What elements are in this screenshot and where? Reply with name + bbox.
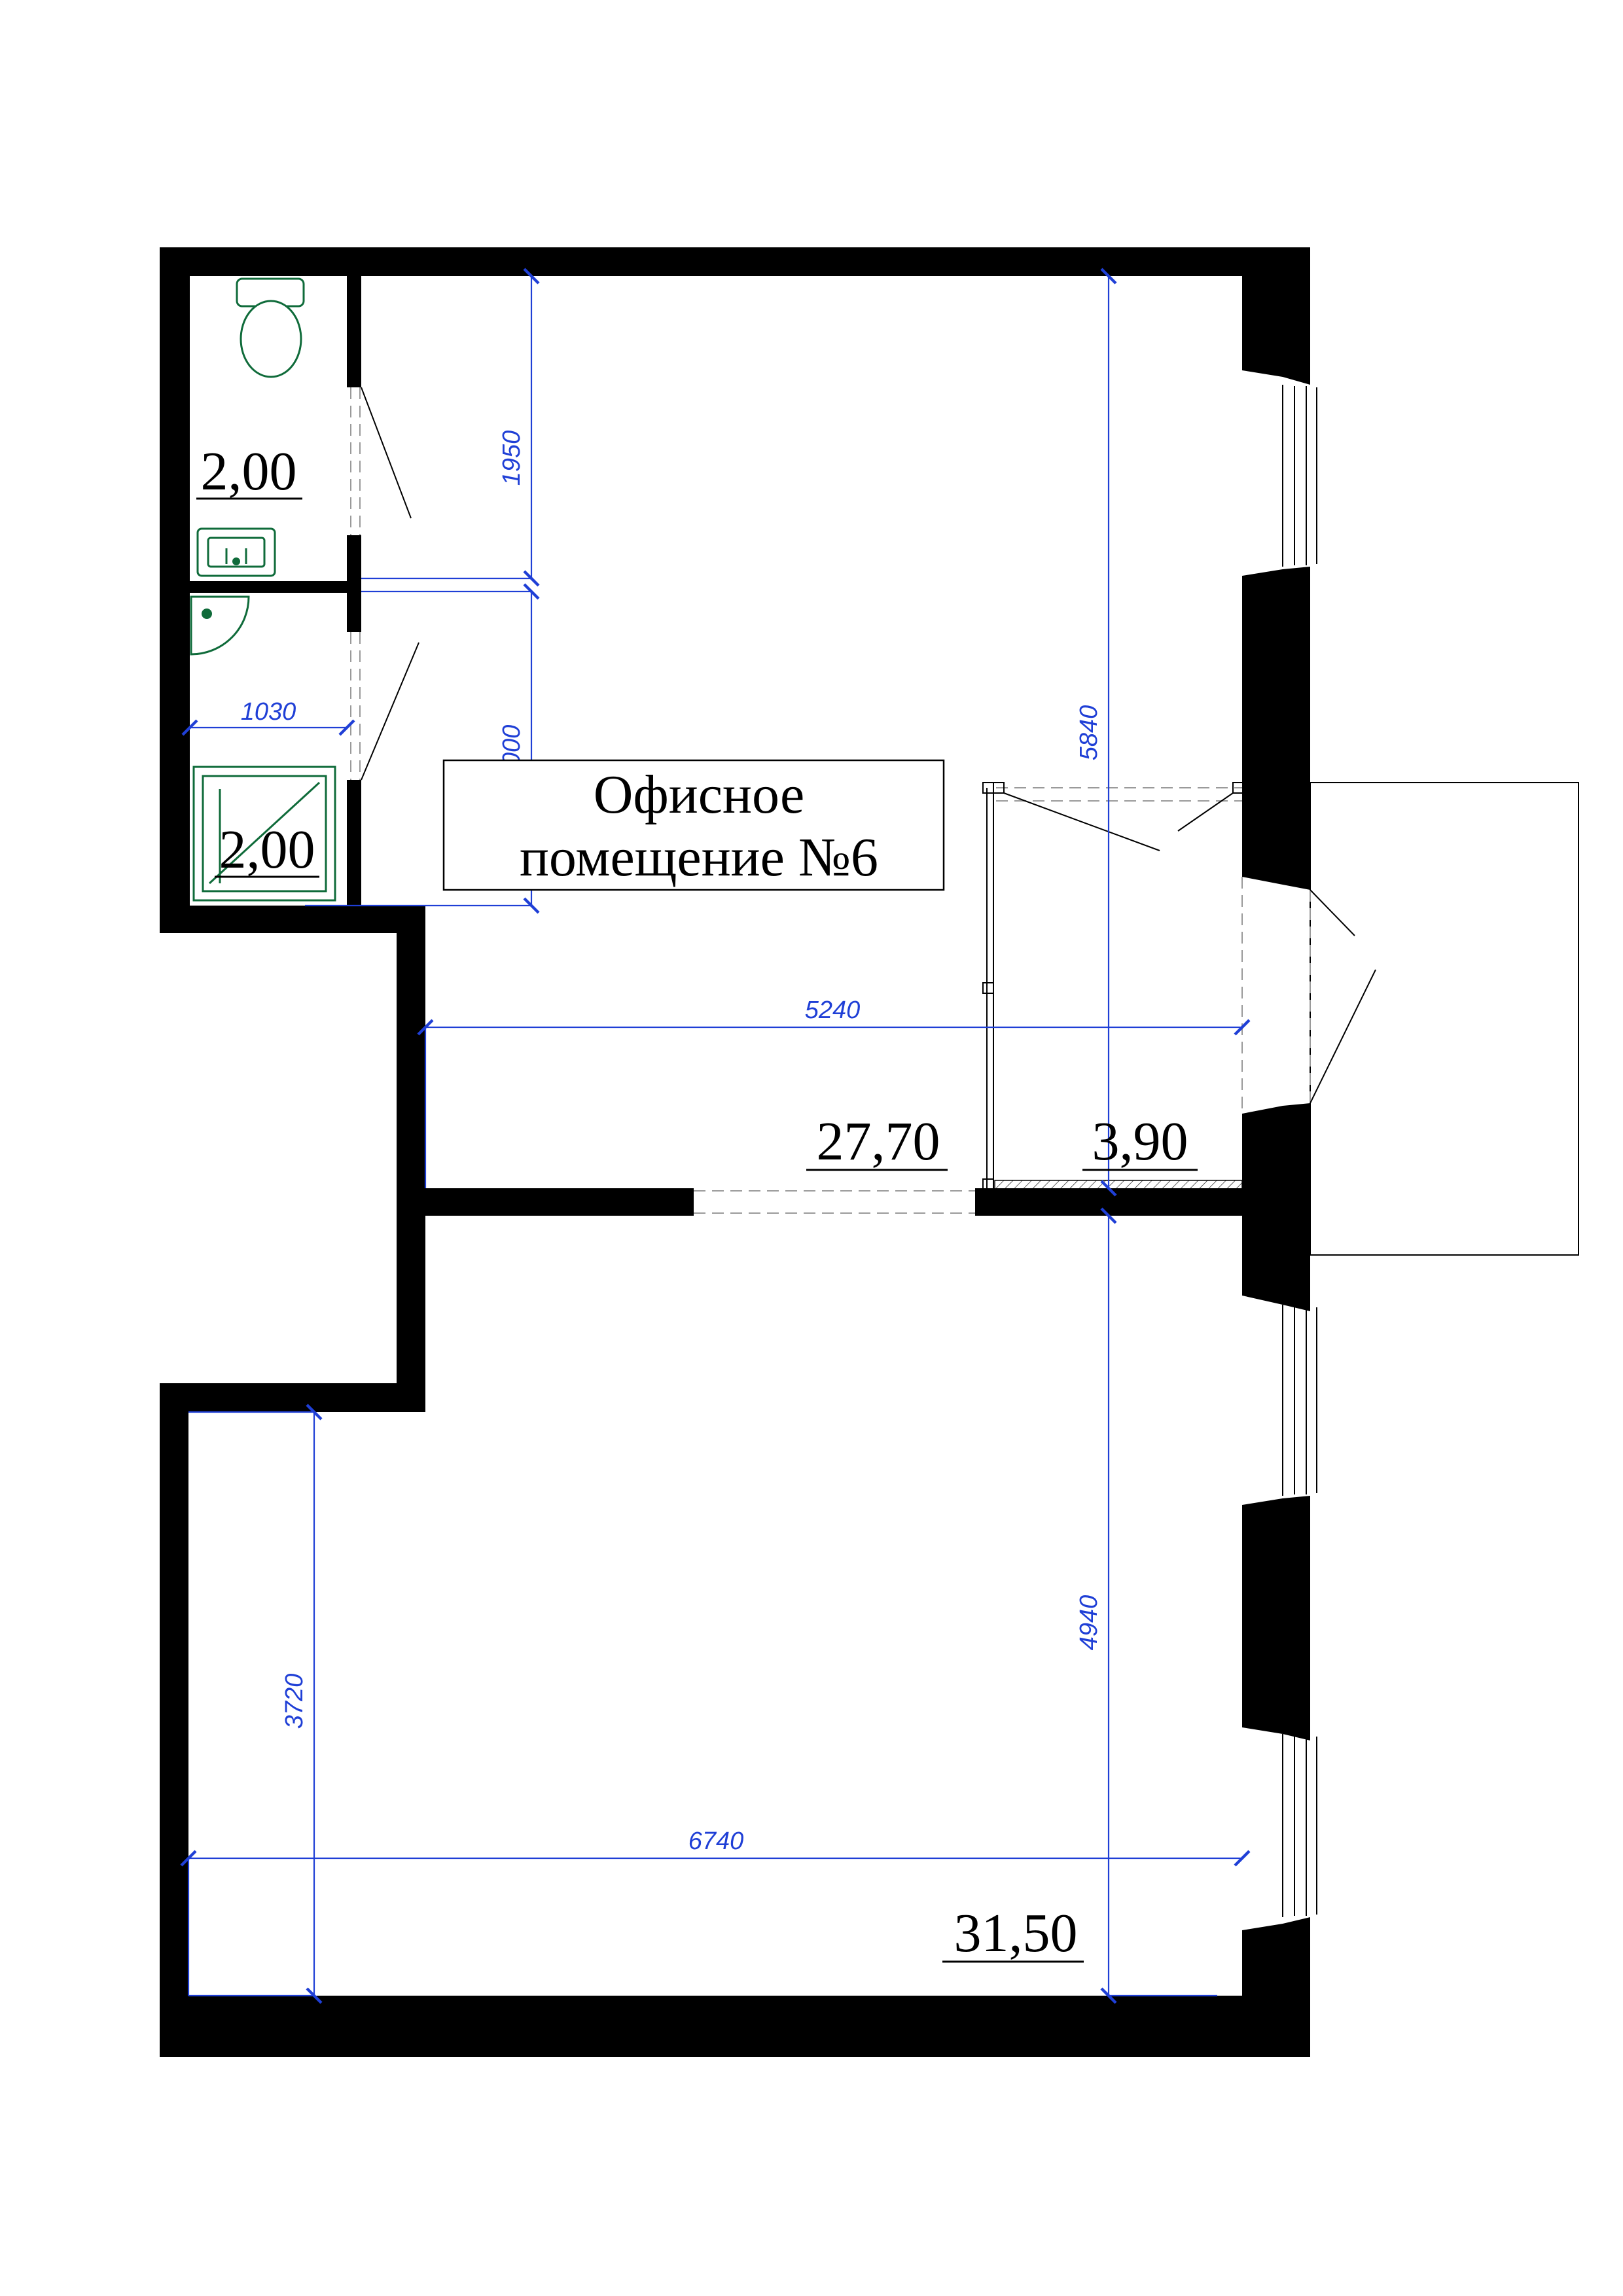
entrance: [1241, 782, 1579, 1256]
dimension-lines: [180, 268, 1251, 2004]
room-title-box: Офисное помещение №6: [442, 759, 945, 891]
wc-door-leaf-1: [361, 387, 412, 519]
window-1: [1282, 385, 1317, 567]
vestibule-partition: [982, 782, 1244, 1190]
dimension-labels: 1950 2000 1030 5840 5240 4940 3720 6740: [241, 431, 1103, 1855]
openings: [350, 387, 975, 1214]
area-wc-top: 2,00: [201, 441, 297, 502]
sink-icon: [196, 527, 276, 577]
dim-lower-height-left: 3720: [281, 1674, 308, 1729]
partition-left: [425, 1188, 694, 1216]
dim-main-height: 5840: [1075, 705, 1103, 761]
threshold-hatch: [994, 1180, 1243, 1190]
vestibule-door-leaf-1: [1003, 792, 1160, 851]
wall-right-seg1: [1242, 247, 1310, 385]
area-labels: 2,00 2,00 27,70 3,90 31,50: [196, 441, 1198, 1964]
toilet-icon: [236, 277, 305, 378]
window-2: [1282, 1305, 1317, 1496]
fixtures: [190, 277, 336, 902]
porch-outline: [1310, 782, 1579, 1256]
title-line-2: помещение №6: [520, 827, 878, 888]
dim-lower-height-right: 4940: [1075, 1595, 1103, 1651]
wc-door-leaf-2: [361, 642, 419, 781]
title-line-1: Офисное: [594, 764, 805, 825]
wall-step-vertical: [397, 906, 425, 1412]
wall-bottom: [160, 1996, 1310, 2057]
vestibule-door-leaf-2: [1177, 792, 1234, 832]
wall-right-seg5: [1204, 1917, 1310, 2057]
dim-main-width: 5240: [805, 997, 861, 1024]
dim-wc-width: 1030: [241, 698, 296, 726]
area-wc-bottom: 2,00: [219, 819, 315, 880]
entrance-door-leaf-2: [1310, 969, 1376, 1104]
area-office-lower: 31,50: [954, 1903, 1078, 1964]
window-3: [1282, 1734, 1317, 1917]
windows: [1282, 385, 1317, 1917]
wall-left-lower: [160, 1383, 188, 2057]
corner-sink-icon: [190, 595, 250, 656]
entrance-door-leaf-1: [1310, 889, 1355, 936]
area-vestibule: 3,90: [1092, 1111, 1188, 1172]
area-office-main: 27,70: [817, 1111, 940, 1172]
wall-step-horizontal: [160, 1383, 425, 1412]
wc-partition-bottom: [347, 780, 361, 906]
title-frame: [442, 759, 945, 891]
wall-right-seg2: [1242, 567, 1310, 890]
wall-top: [160, 247, 1310, 276]
wc-divider: [190, 581, 361, 593]
walls: [160, 247, 1310, 2057]
wall-right-seg3: [1242, 1103, 1310, 1311]
wc-partition-top: [347, 276, 361, 387]
partition-right: [975, 1188, 1242, 1216]
wall-left-upper: [160, 247, 190, 933]
wall-right-seg4: [1242, 1496, 1310, 1740]
dim-wc-top-height: 1950: [498, 431, 526, 486]
shower-tray-icon: [192, 766, 336, 902]
wall-wc-bottom: [160, 906, 425, 933]
dim-lower-width: 6740: [688, 1828, 744, 1855]
